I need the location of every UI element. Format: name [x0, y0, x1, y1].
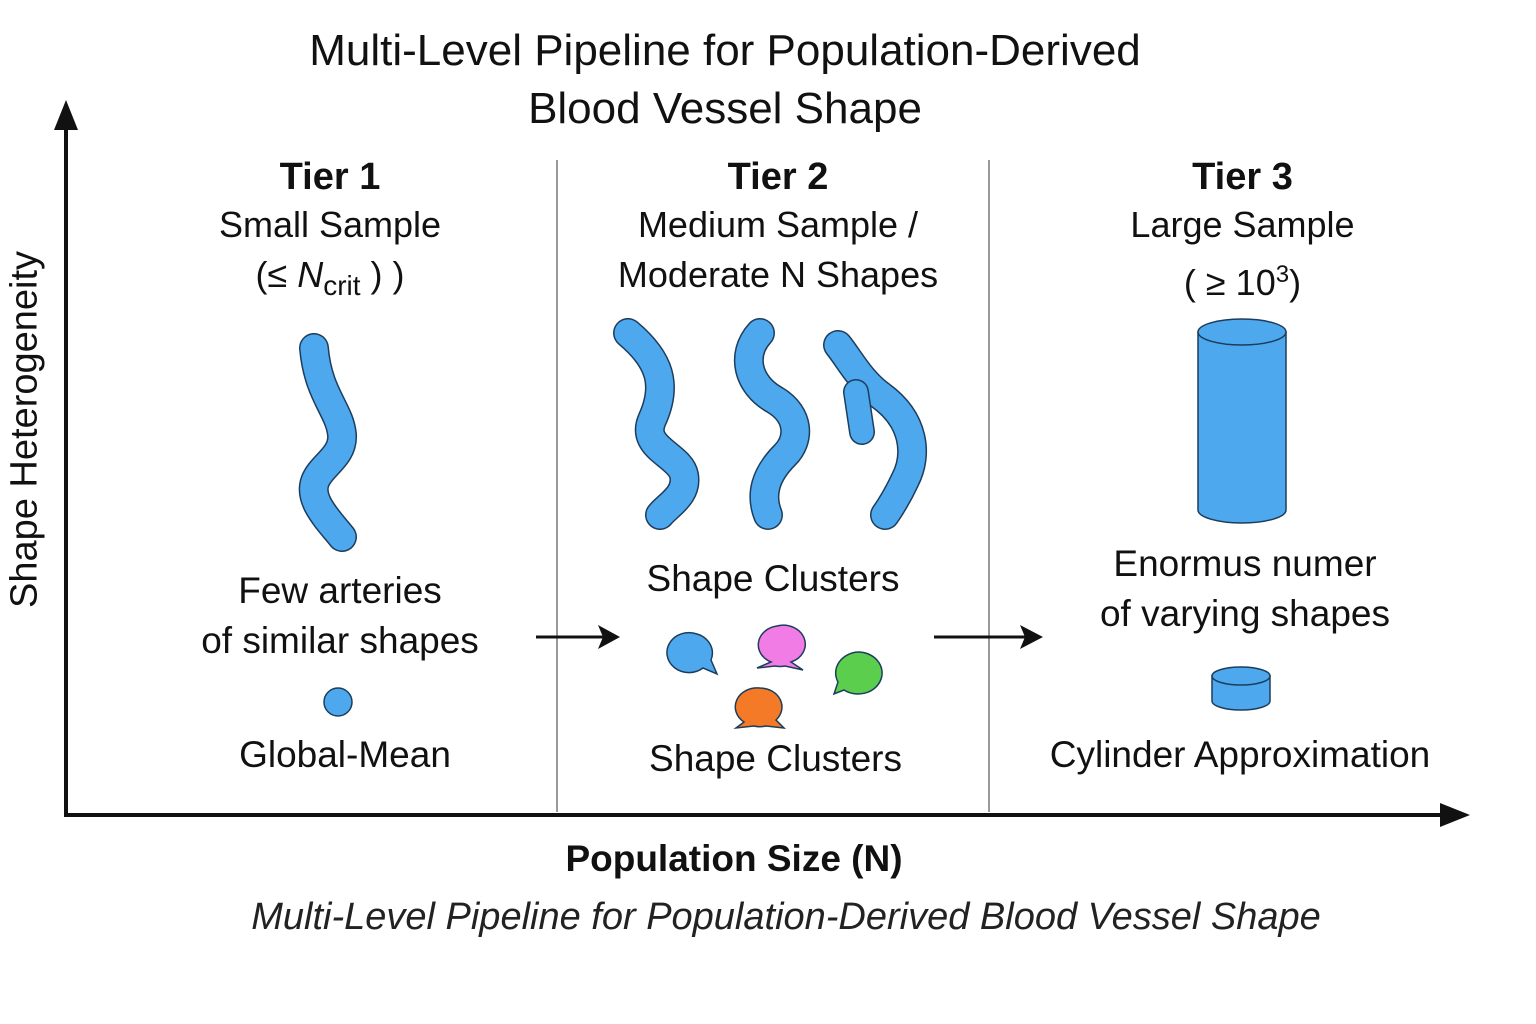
tier1-sub2-var: N — [297, 254, 324, 295]
tier1-desc-line-1: Few arteries — [238, 570, 442, 611]
tier3-cylinder-large — [1197, 318, 1287, 524]
cluster-bubble-orange — [733, 687, 787, 730]
tier2-mid-label: Shape Clusters — [646, 558, 900, 599]
y-axis-arrowhead — [54, 100, 78, 130]
x-axis-label: Population Size (N) — [565, 838, 903, 879]
tier1-subtitle-line-2: (≤ Ncrit ) ) — [180, 250, 480, 311]
tier3-subtitle-line-2: ( ≥ 103) — [1070, 250, 1415, 308]
tier3-bottom-label: Cylinder Approximation — [1049, 734, 1431, 775]
tier2-header: Tier 2 Medium Sample / Moderate N Shapes — [568, 154, 988, 300]
tier2-bottom-label: Shape Clusters — [649, 738, 902, 779]
tier1-vessel — [298, 333, 357, 552]
tier1-heading: Tier 1 — [279, 156, 381, 198]
flow-arrow-1 — [536, 625, 620, 649]
figure-caption: Multi-Level Pipeline for Population-Deri… — [251, 896, 1321, 938]
tier2-vessel-2 — [733, 318, 811, 530]
tier1-sub2-suffix: ) ) — [360, 254, 405, 295]
tier1-subtitle-line-1: Small Sample — [218, 204, 442, 245]
tier1-desc-line-2: of similar shapes — [201, 620, 479, 661]
title-line-1: Multi-Level Pipeline for Population-Deri… — [309, 26, 1141, 75]
tier3-sub2-suffix: ) — [1289, 262, 1302, 303]
tier1-sub2-subscript: crit — [323, 270, 361, 302]
tier2-vessel-1 — [613, 318, 700, 530]
tier3-header: Tier 3 Large Sample ( ≥ 103) — [1070, 154, 1415, 308]
tier3-cylinder-small — [1211, 666, 1271, 711]
tier3-description: Enormus numer of varying shapes — [1045, 539, 1445, 639]
tier3-sub2-prefix: ( ≥ 10 — [1183, 262, 1276, 303]
tier1-description: Few arteries of similar shapes — [150, 566, 530, 666]
axes — [54, 100, 1470, 827]
tier2-subtitle-line-2: Moderate N Shapes — [617, 254, 939, 295]
tier1-bottom-label: Global-Mean — [239, 734, 451, 775]
tier2-subtitle-line-1: Medium Sample / — [637, 204, 919, 245]
title-line-2: Blood Vessel Shape — [528, 84, 922, 133]
tier2-vessel-3 — [823, 330, 928, 530]
x-axis-arrowhead — [1440, 803, 1470, 827]
tier3-subtitle-line-1: Large Sample — [1130, 204, 1355, 245]
global-mean-dot — [323, 687, 353, 717]
tier3-heading: Tier 3 — [1192, 156, 1293, 198]
cluster-bubble-green — [832, 651, 883, 696]
tier3-sub2-superscript: 3 — [1275, 261, 1290, 288]
diagram-title: Multi-Level Pipeline for Population-Deri… — [0, 22, 1450, 138]
tier1-header: Tier 1 Small Sample (≤ Ncrit ) ) — [180, 154, 480, 311]
tier2-heading: Tier 2 — [727, 156, 829, 198]
tier3-desc-line-1: Enormus numer — [1113, 543, 1377, 584]
tier1-sub2-prefix: (≤ — [255, 254, 298, 295]
flow-arrow-2 — [934, 625, 1043, 649]
y-axis-label: Shape Heterogeneity — [3, 250, 46, 609]
cluster-bubble-pink — [756, 624, 807, 671]
tier3-desc-line-2: of varying shapes — [1099, 593, 1390, 634]
cluster-bubble-blue — [666, 631, 719, 676]
